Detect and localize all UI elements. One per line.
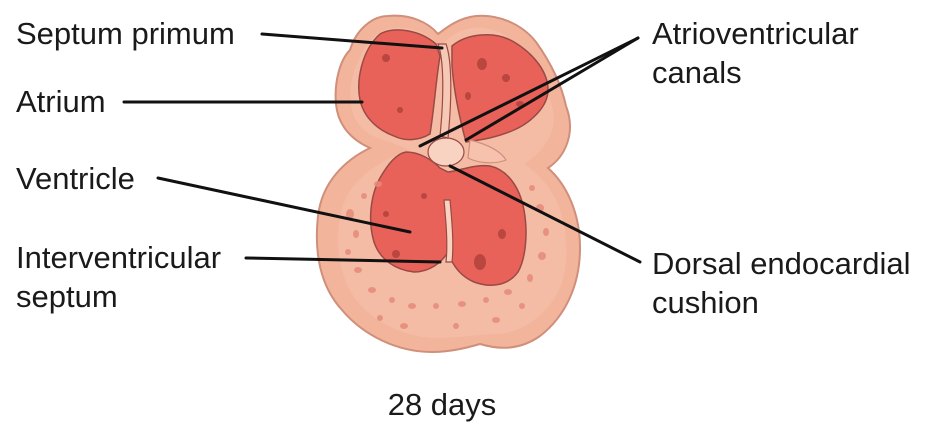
label-interventricular-line2: septum	[16, 279, 118, 314]
caption-age: 28 days	[388, 387, 497, 422]
label-interventricular-line1: Interventricular	[16, 240, 221, 275]
label-atrioventricular-line1: Atrioventricular	[652, 16, 859, 51]
label-septum-primum: Septum primum	[16, 16, 235, 51]
label-ventricle: Ventricle	[16, 161, 135, 196]
heart-illustration	[317, 16, 580, 352]
label-dorsal-line2: cushion	[652, 285, 759, 320]
dorsal-endocardial-cushion	[428, 138, 464, 166]
label-atrium: Atrium	[16, 84, 106, 119]
label-atrioventricular-line2: canals	[652, 55, 742, 90]
label-dorsal-line1: Dorsal endocardial	[652, 246, 910, 281]
